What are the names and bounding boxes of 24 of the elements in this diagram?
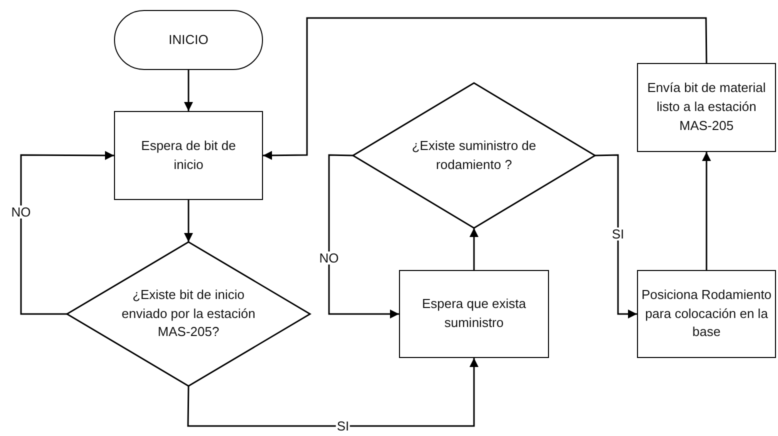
arrow xyxy=(184,70,193,111)
node-label: INICIO xyxy=(168,30,208,49)
arrow xyxy=(263,17,708,160)
arrow xyxy=(470,228,478,270)
node-label: Espera que exista suministro xyxy=(420,295,528,332)
process-box xyxy=(637,270,776,358)
edge-label: NO xyxy=(10,206,32,218)
process-box xyxy=(114,111,263,200)
node-label: Espera de bit de inicio xyxy=(140,136,237,174)
node-label: ¿Existe bit de inicio enviado por la estación MAS-205? xyxy=(120,286,256,342)
arrow xyxy=(184,200,193,242)
node-label: ¿Existe suministro de rodamiento ? xyxy=(410,136,538,174)
arrow xyxy=(328,154,399,318)
process-box xyxy=(399,270,549,358)
arrow xyxy=(702,152,711,270)
edge-label: NO xyxy=(318,252,340,264)
node-label: Envía bit de material listo a la estación MAS-205 xyxy=(646,79,767,135)
edge-label: SI xyxy=(336,420,350,432)
arrow xyxy=(594,154,637,318)
arrow xyxy=(20,150,114,315)
process-box xyxy=(637,63,776,152)
arrow xyxy=(187,358,478,427)
node-label: Posiciona Rodamiento para colocación en la base xyxy=(640,286,772,342)
edge-label: SI xyxy=(610,228,626,240)
